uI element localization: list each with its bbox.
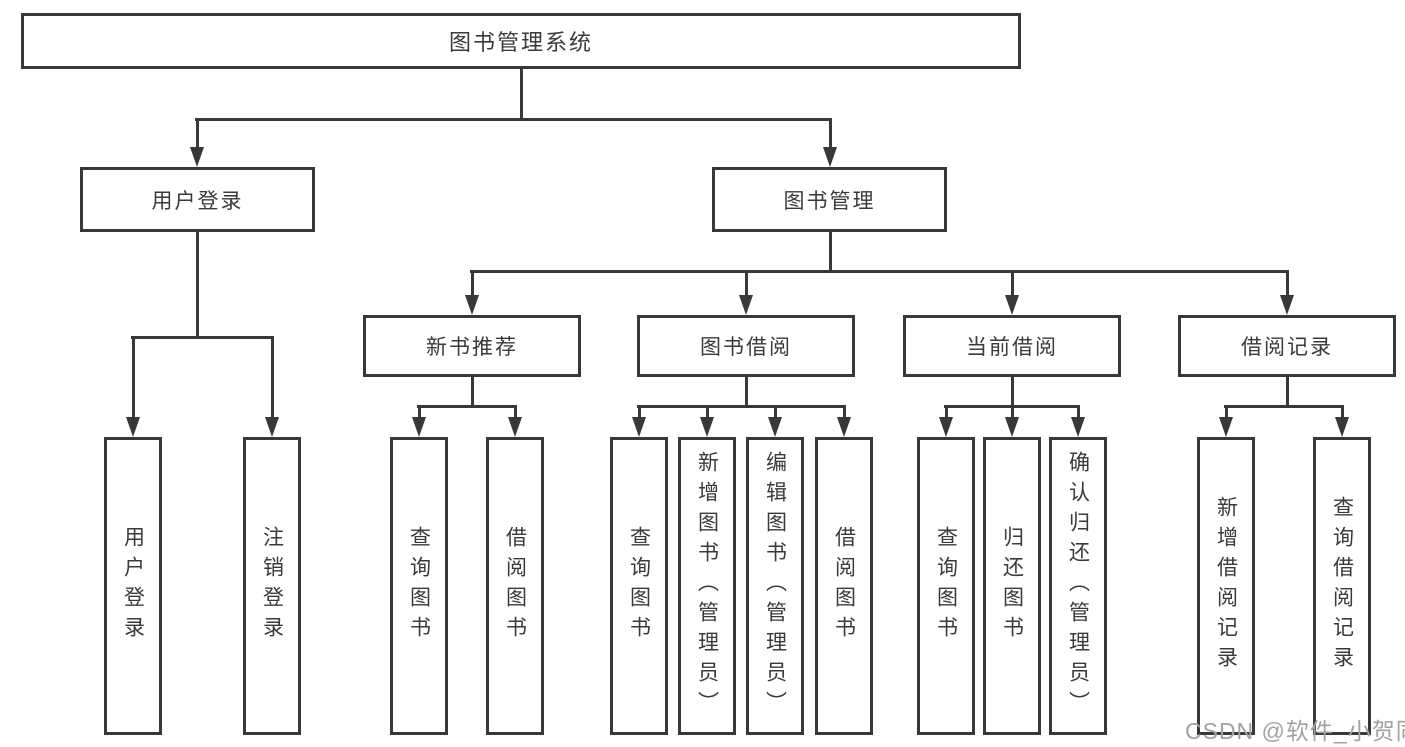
leaf-label: 新增借阅记录 bbox=[1214, 496, 1238, 676]
connector-arrow bbox=[126, 417, 140, 437]
connector-line bbox=[1076, 405, 1080, 419]
connector-line bbox=[1224, 405, 1228, 419]
leaf-return-books: 归还图书 bbox=[983, 437, 1041, 735]
leaf-borrow-books-recommend: 借阅图书 bbox=[486, 437, 544, 735]
connector-line bbox=[1285, 270, 1289, 298]
node-label: 图书管理 bbox=[783, 189, 876, 213]
connector-arrow bbox=[739, 295, 753, 315]
node-label: 当前借阅 bbox=[966, 336, 1058, 359]
connector-line bbox=[1010, 377, 1014, 407]
connector-line bbox=[131, 336, 274, 339]
connector-arrow bbox=[632, 417, 646, 437]
connector-line bbox=[417, 405, 517, 408]
leaf-label: 借阅图书 bbox=[832, 526, 856, 646]
leaf-query-books-borrow: 查询图书 bbox=[610, 437, 668, 735]
node-current-borrowing: 当前借阅 bbox=[903, 315, 1121, 377]
connector-arrow bbox=[1219, 417, 1233, 437]
connector-line bbox=[637, 405, 846, 408]
leaf-label: 查询图书 bbox=[627, 526, 651, 646]
leaf-logout: 注销登录 bbox=[243, 437, 301, 735]
leaf-label: 查询图书 bbox=[934, 526, 958, 646]
node-new-book-recommendation: 新书推荐 bbox=[363, 315, 581, 377]
connector-line bbox=[519, 69, 523, 120]
node-label: 新书推荐 bbox=[426, 336, 518, 359]
connector-line bbox=[828, 232, 832, 272]
connector-arrow bbox=[939, 417, 953, 437]
leaf-label: 查询图书 bbox=[407, 526, 431, 646]
leaf-user-login: 用户登录 bbox=[104, 437, 162, 735]
connector-line bbox=[828, 118, 832, 150]
connector-arrow bbox=[412, 417, 426, 437]
leaf-add-borrow-record: 新增借阅记录 bbox=[1197, 437, 1255, 735]
node-library-management-system: 图书管理系统 bbox=[21, 13, 1021, 69]
csdn-watermark: CSDN @软件_小贺同学 bbox=[1185, 718, 1405, 744]
leaf-query-books-recommend: 查询图书 bbox=[390, 437, 448, 735]
connector-arrow bbox=[1280, 295, 1294, 315]
node-label: 用户登录 bbox=[151, 189, 244, 213]
node-label: 图书借阅 bbox=[700, 336, 792, 359]
connector-line bbox=[513, 405, 517, 419]
connector-line bbox=[1010, 405, 1014, 419]
leaf-query-books-current: 查询图书 bbox=[917, 437, 975, 735]
leaf-query-borrow-record: 查询借阅记录 bbox=[1313, 437, 1371, 735]
connector-line bbox=[842, 405, 846, 419]
connector-arrow bbox=[1005, 295, 1019, 315]
node-user-login: 用户登录 bbox=[80, 167, 315, 232]
connector-arrow bbox=[823, 147, 837, 167]
connector-arrow bbox=[1335, 417, 1349, 437]
connector-line bbox=[744, 377, 748, 407]
leaf-label: 编辑图书（管理员） bbox=[763, 451, 787, 721]
connector-line bbox=[470, 270, 474, 298]
connector-arrow bbox=[700, 417, 714, 437]
leaf-label: 用户登录 bbox=[121, 526, 145, 646]
connector-arrow bbox=[465, 295, 479, 315]
connector-arrow bbox=[508, 417, 522, 437]
connector-line bbox=[195, 232, 199, 338]
connector-line bbox=[705, 405, 709, 419]
connector-line bbox=[744, 270, 748, 298]
node-label: 借阅记录 bbox=[1241, 336, 1333, 359]
connector-line bbox=[270, 336, 274, 419]
connector-line bbox=[417, 405, 421, 419]
leaf-label: 归还图书 bbox=[1000, 526, 1024, 646]
leaf-label: 注销登录 bbox=[260, 526, 284, 646]
connector-line bbox=[773, 405, 777, 419]
connector-line bbox=[470, 377, 474, 407]
connector-line bbox=[1285, 377, 1289, 407]
connector-line bbox=[195, 118, 199, 150]
connector-line bbox=[1224, 405, 1344, 408]
leaf-label: 查询借阅记录 bbox=[1330, 496, 1354, 676]
connector-line bbox=[944, 405, 948, 419]
connector-arrow bbox=[190, 147, 204, 167]
node-borrowing-records: 借阅记录 bbox=[1178, 315, 1396, 377]
connector-line bbox=[470, 270, 1288, 273]
leaf-add-books-admin: 新增图书（管理员） bbox=[678, 437, 736, 735]
node-label: 图书管理系统 bbox=[448, 30, 593, 55]
node-book-management: 图书管理 bbox=[712, 167, 947, 232]
connector-arrow bbox=[768, 417, 782, 437]
leaf-edit-books-admin: 编辑图书（管理员） bbox=[746, 437, 804, 735]
connector-arrow bbox=[1005, 417, 1019, 437]
connector-line bbox=[1340, 405, 1344, 419]
connector-arrow bbox=[265, 417, 279, 437]
leaf-label: 借阅图书 bbox=[503, 526, 527, 646]
connector-line bbox=[637, 405, 641, 419]
connector-arrow bbox=[837, 417, 851, 437]
leaf-borrow-books: 借阅图书 bbox=[815, 437, 873, 735]
connector-arrow bbox=[1071, 417, 1085, 437]
leaf-label: 确认归还（管理员） bbox=[1066, 451, 1090, 721]
connector-line bbox=[195, 118, 832, 121]
node-book-borrowing: 图书借阅 bbox=[637, 315, 855, 377]
leaf-confirm-return-admin: 确认归还（管理员） bbox=[1049, 437, 1107, 735]
leaf-label: 新增图书（管理员） bbox=[695, 451, 719, 721]
connector-line bbox=[131, 336, 135, 419]
connector-line bbox=[1010, 270, 1014, 298]
